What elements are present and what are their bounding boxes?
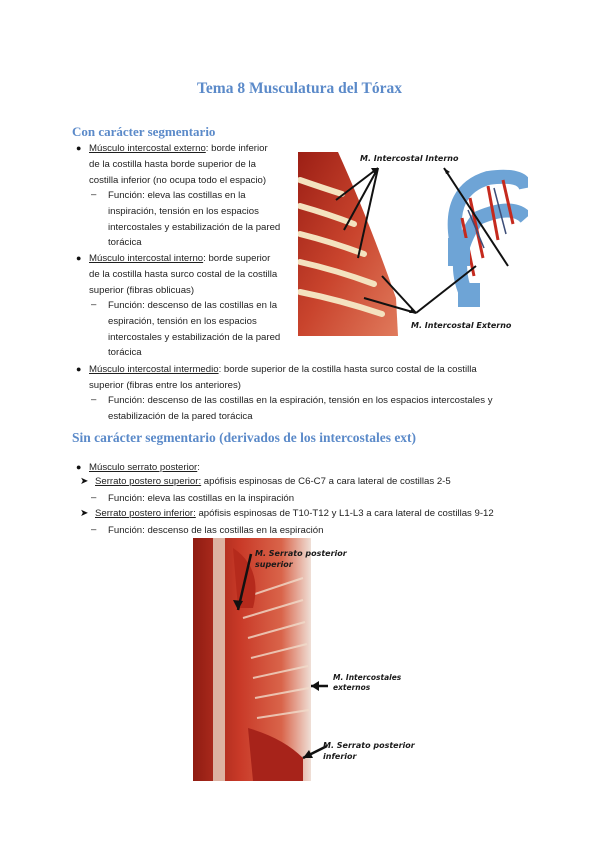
dash-marker: – [91, 524, 97, 535]
label-intercostales-externos-line2: externos [333, 683, 371, 692]
function-text: Función: descenso de las costillas en la… [108, 525, 324, 536]
page-title: Tema 8 Musculatura del Tórax [197, 80, 402, 97]
list-item-intercostal-intermedio: Músculo intercostal intermedio: borde su… [89, 364, 477, 391]
label-serrato-superior-line2: superior [255, 560, 294, 569]
function-text: Función: eleva las costillas en la inspi… [108, 190, 281, 249]
list-item-intercostal-interno: Músculo intercostal interno: borde super… [89, 253, 278, 296]
arrow-bullet-icon: ➤ [80, 508, 89, 519]
section-heading-segmentario: Con carácter segmentario [72, 124, 216, 139]
bullet-icon: ● [76, 462, 82, 472]
label-arrows [335, 167, 509, 314]
dash-marker: – [91, 189, 97, 200]
dash-marker: – [91, 299, 97, 310]
label-intercostales-externos: M. Intercostales [333, 673, 402, 682]
bullet-icon: ● [76, 364, 82, 374]
list-item-intercostal-externo: Músculo intercostal externo: borde infer… [89, 143, 268, 186]
intercostal-figure: M. Intercostal Interno M. Intercostal Ex… [298, 152, 528, 336]
serrato-figure: M. Serrato posterior superior M. Interco… [193, 538, 416, 781]
list-item-serrato-posterior: Músculo serrato posterior: [89, 462, 200, 473]
bullet-icon: ● [76, 253, 82, 263]
chest-wall-image [298, 152, 398, 336]
function-text: Función: descenso de las costillas en la… [108, 300, 281, 359]
label-serrato-inferior: M. Serrato posterior [323, 741, 416, 750]
arrow-bullet-icon: ➤ [80, 476, 89, 487]
dash-marker: – [91, 492, 97, 503]
sub-item-serrato-superior: Serrato postero superior: apófisis espin… [95, 476, 451, 487]
muscle-name: Músculo intercostal interno [89, 253, 204, 264]
dash-marker: – [91, 394, 97, 405]
sub-item-serrato-inferior: Serrato postero inferior: apófisis espin… [95, 508, 494, 519]
bullet-icon: ● [76, 143, 82, 153]
muscle-name: Músculo serrato posterior [89, 462, 198, 473]
ribs [298, 177, 385, 317]
label-serrato-superior: M. Serrato posterior [255, 549, 348, 558]
label-serrato-inferior-line2: inferior [323, 752, 358, 761]
function-text: Función: descenso de las costillas en la… [108, 395, 493, 422]
label-intercostal-externo: M. Intercostal Externo [411, 321, 512, 330]
muscle-name: Músculo intercostal intermedio [89, 364, 219, 375]
rib-cage-model [447, 169, 528, 307]
label-intercostal-interno: M. Intercostal Interno [360, 154, 459, 163]
function-text: Función: eleva las costillas en la inspi… [108, 493, 295, 504]
section-heading-no-segmentario: Sin carácter segmentario (derivados de l… [72, 430, 417, 445]
muscle-name: Músculo intercostal externo [89, 143, 206, 154]
